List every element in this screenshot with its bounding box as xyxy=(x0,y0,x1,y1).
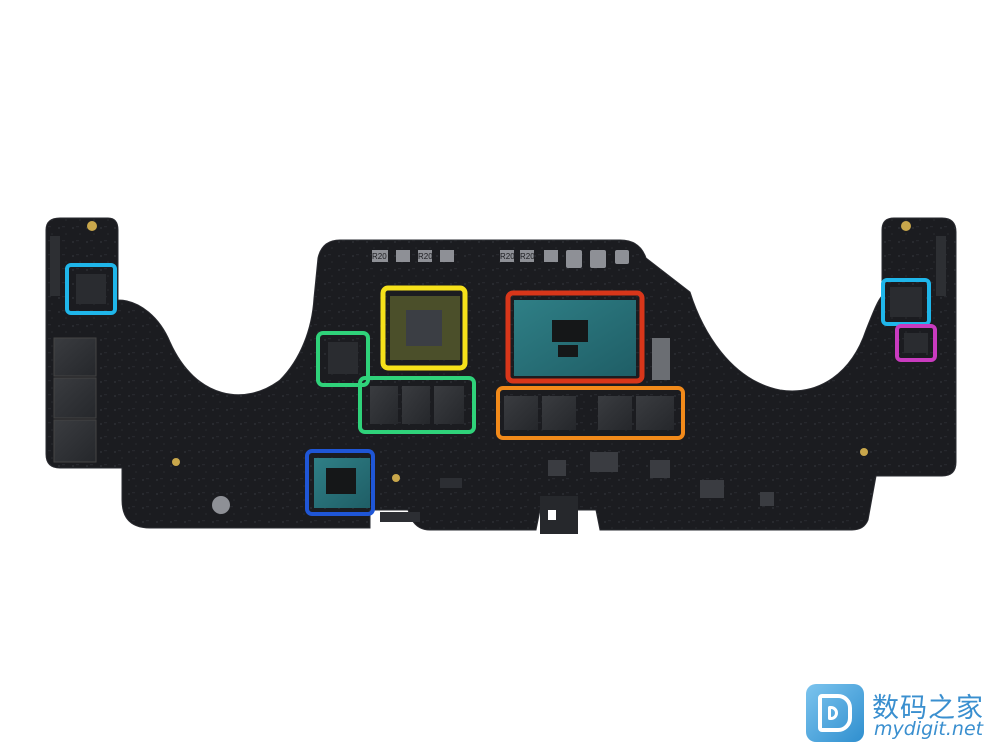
watermark-logo-icon xyxy=(806,684,864,742)
watermark: 数码之家 mydigit.net xyxy=(806,684,996,744)
bracket-hole xyxy=(548,510,556,520)
highlight-green-vram xyxy=(358,376,476,434)
cpu-die-1 xyxy=(552,320,588,342)
left-connector xyxy=(50,236,60,296)
r20-label-3: R20 xyxy=(500,252,515,261)
highlight-magenta-right xyxy=(895,324,937,362)
r20-label-4: R20 xyxy=(520,252,535,261)
highlight-red-cpu xyxy=(505,290,645,384)
bottom-bracket xyxy=(540,496,578,534)
nand-chip-1 xyxy=(53,337,97,377)
highlight-green-small xyxy=(316,331,370,387)
nand-chip-3 xyxy=(53,419,97,463)
chip-magenta-right xyxy=(904,333,928,353)
ram-chip-4 xyxy=(636,396,674,430)
ram-chip-1 xyxy=(504,396,538,430)
ram-chip-3 xyxy=(598,396,632,430)
highlight-yellow-gpu xyxy=(380,285,468,371)
watermark-url: mydigit.net xyxy=(874,718,984,740)
chip-cyan-left xyxy=(76,274,106,304)
highlight-cyan-left xyxy=(65,263,117,315)
chip-green-small xyxy=(328,342,358,374)
highlight-orange-ram xyxy=(496,386,685,440)
r20-label-1: R20 xyxy=(372,252,387,261)
vram-chip-3 xyxy=(434,386,464,424)
highlight-blue-pch xyxy=(305,449,375,516)
chip-cyan-right xyxy=(890,287,922,317)
misc-components xyxy=(212,338,774,522)
cpu-die-2 xyxy=(558,345,578,357)
ram-chip-2 xyxy=(542,396,576,430)
gpu-die xyxy=(406,310,442,346)
capacitor-row xyxy=(372,250,629,268)
nand-chip-2 xyxy=(53,377,97,419)
vram-chip-2 xyxy=(402,386,430,424)
watermark-name: 数码之家 xyxy=(872,693,984,724)
vram-chip-1 xyxy=(370,386,398,424)
mount-holes xyxy=(87,221,911,482)
right-connector xyxy=(936,236,946,296)
pch-die xyxy=(326,468,356,494)
pcb xyxy=(45,217,957,531)
r20-label-2: R20 xyxy=(418,252,433,261)
